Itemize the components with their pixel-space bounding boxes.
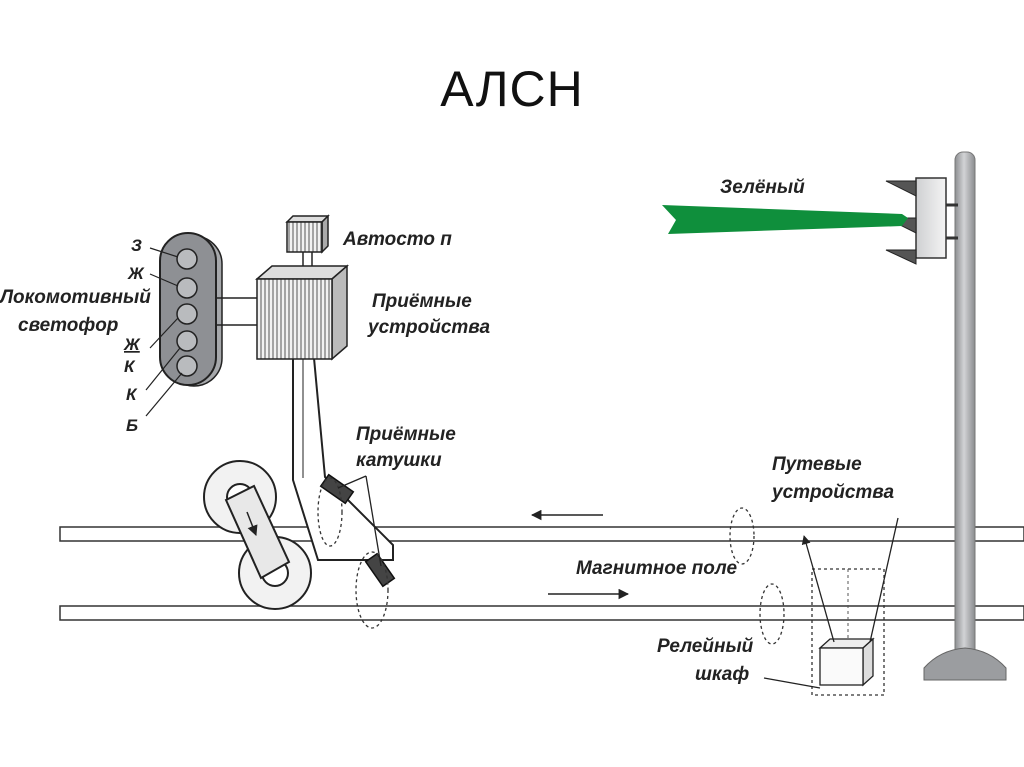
lamp-label-2: Ж: [127, 264, 145, 283]
lamp-label-1: З: [131, 236, 142, 255]
lamp-label-3: Ж: [123, 335, 141, 354]
label-loco-signal-2: светофор: [18, 315, 118, 336]
rail-bottom: [59, 605, 1024, 621]
green-beam: [662, 205, 908, 234]
axle-link: [224, 484, 291, 580]
lamp-label-5: К: [126, 385, 138, 404]
wheelset: [203, 460, 312, 610]
label-relay-2: шкаф: [695, 664, 749, 685]
label-coils-1: Приёмные: [356, 424, 456, 445]
lamp-4: [176, 330, 198, 352]
lamp-2: [176, 277, 198, 299]
label-green: Зелёный: [720, 177, 805, 198]
track-signal: [885, 151, 1007, 681]
direction-arrows: [530, 509, 630, 600]
lamp-5: [176, 355, 198, 377]
receiver-box: [254, 245, 350, 361]
signal-head: [915, 177, 947, 259]
autostop-device: [285, 214, 330, 254]
lamp-leaders: [145, 247, 183, 417]
label-track-devices-2: устройства: [771, 482, 895, 503]
label-receivers-2: устройства: [367, 317, 491, 338]
label-relay-1: Релейный: [657, 636, 754, 657]
lamp-3: [176, 303, 198, 325]
page-title: АЛСН: [440, 61, 584, 117]
label-magnetic-field: Магнитное поле: [576, 558, 737, 579]
label-coils-2: катушки: [356, 450, 442, 471]
coil-upper: [319, 473, 355, 505]
lamp-label-4: К: [124, 357, 136, 376]
label-receivers-1: Приёмные: [372, 291, 472, 312]
label-track-devices-1: Путевые: [772, 454, 862, 475]
label-autostop: Автосто п: [342, 229, 452, 250]
signal-base: [923, 647, 1007, 681]
receiving-coils: [317, 473, 396, 629]
rail-top: [59, 526, 1024, 542]
label-loco-signal-1: Локомотивный: [0, 287, 151, 308]
lamp-1: [176, 248, 198, 270]
relay-box: [819, 647, 864, 686]
relay-cabinet-area: [763, 517, 899, 696]
lamp-label-6: Б: [126, 416, 138, 435]
rails: [59, 526, 1024, 621]
signal-mast: [954, 151, 976, 658]
